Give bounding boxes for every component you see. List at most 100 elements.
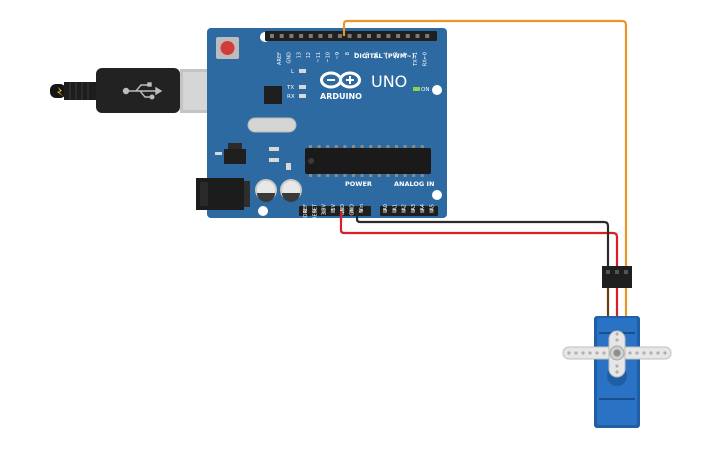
digital-pin-label: 8	[345, 52, 351, 55]
mounting-hole	[432, 190, 442, 200]
digital-pin-label: AREF	[277, 52, 283, 65]
digital-pin-label: 12	[306, 52, 312, 58]
analog-pin-label: A4	[420, 204, 426, 211]
servo-horn	[562, 330, 672, 378]
capacitor	[280, 179, 302, 202]
led-label-rx: RX	[287, 94, 295, 100]
led-on	[413, 87, 420, 91]
power-jack	[196, 178, 250, 210]
digital-pin-label: 4	[384, 52, 390, 55]
analog-pin-label: A0	[383, 204, 389, 211]
digital-pin-label: ~10	[326, 52, 332, 63]
analog-pin-label: A2	[402, 204, 408, 211]
led-rx	[299, 94, 306, 98]
microcontroller-chip	[305, 145, 431, 177]
analog-pin[interactable]	[401, 209, 406, 213]
mounting-hole	[258, 206, 268, 216]
servo-motor	[562, 266, 672, 428]
digital-pin[interactable]	[367, 34, 371, 38]
digital-pin[interactable]	[337, 34, 342, 38]
wire-ground	[355, 211, 610, 288]
analog-pin-label: A1	[392, 204, 398, 211]
wires	[339, 19, 628, 288]
analog-pin[interactable]	[392, 209, 397, 213]
digital-pin[interactable]	[347, 34, 352, 38]
power-pin-label: 3.3V	[322, 203, 328, 215]
power-pin-label: GND	[340, 204, 346, 216]
power-pin-label: IOREF	[303, 204, 309, 219]
reset-button[interactable]	[216, 37, 239, 59]
digital-pin[interactable]	[270, 34, 274, 38]
digital-pin[interactable]	[405, 34, 410, 38]
power-pin[interactable]	[340, 209, 345, 213]
digital-pin-label: ~3	[393, 52, 399, 59]
power-pin-label: RESET	[312, 203, 318, 220]
analog-pin-row	[383, 209, 434, 213]
analog-pin[interactable]	[429, 209, 434, 213]
brand-label: ARDUINO	[320, 92, 362, 101]
digital-pin-label: GND	[287, 52, 293, 64]
digital-pin[interactable]	[308, 34, 313, 38]
analog-header	[380, 206, 438, 216]
status-leds: L TX RX	[286, 69, 306, 100]
digital-pin-label: ~9	[335, 52, 341, 59]
usb-icon	[122, 82, 163, 100]
digital-pin[interactable]	[396, 34, 401, 38]
voltage-regulator	[215, 143, 246, 164]
model-label: UNO	[371, 72, 407, 91]
power-pin[interactable]	[358, 209, 363, 213]
led-tx	[299, 85, 306, 89]
power-pin[interactable]	[330, 209, 335, 213]
analog-pin[interactable]	[410, 209, 415, 213]
capacitor	[255, 179, 277, 202]
digital-pin-label: ~5	[374, 52, 380, 59]
power-pin[interactable]	[312, 209, 317, 213]
digital-pin[interactable]	[289, 34, 294, 38]
analog-pin[interactable]	[383, 209, 387, 213]
analog-pin[interactable]	[420, 209, 425, 213]
power-pin[interactable]	[303, 209, 307, 213]
crystal-oscillator	[247, 117, 297, 133]
digital-pin-label: TX→1	[413, 52, 419, 67]
mounting-hole	[432, 85, 442, 95]
wire-signal-pin9	[342, 19, 628, 288]
digital-pin-row	[270, 34, 430, 38]
digital-pin[interactable]	[425, 34, 430, 38]
digital-pin[interactable]	[318, 34, 323, 38]
digital-pin[interactable]	[357, 34, 362, 38]
arduino-infinity-logo	[320, 71, 361, 89]
digital-pin-label: ~11	[316, 52, 322, 63]
power-pin-label: Vin	[359, 204, 365, 212]
analog-pin-label: A3	[411, 204, 417, 211]
digital-pin[interactable]	[376, 34, 381, 38]
digital-header-label: DIGITAL (PWM~)	[354, 52, 415, 60]
smd-component	[286, 163, 291, 170]
analog-header-label: ANALOG IN	[394, 180, 434, 188]
power-pin-row	[303, 209, 363, 213]
digital-pin[interactable]	[279, 34, 284, 38]
servo-connector	[602, 266, 632, 288]
smd-component	[269, 158, 279, 162]
power-pin-label: GND	[350, 204, 356, 216]
led-label-l: L	[291, 69, 295, 75]
digital-pin[interactable]	[328, 34, 333, 38]
digital-pin[interactable]	[415, 34, 420, 38]
digital-pin-label: 13	[296, 52, 302, 58]
digital-pin-label: ~6	[364, 52, 370, 59]
led-l	[299, 69, 306, 73]
digital-pin[interactable]	[386, 34, 391, 38]
analog-pin-label: A5	[430, 204, 436, 211]
power-header-label: POWER	[345, 180, 372, 188]
usb-cable	[50, 68, 224, 113]
power-header	[299, 206, 371, 216]
on-label: ON	[421, 87, 429, 93]
digital-pin-label: 2	[403, 52, 409, 55]
power-pin[interactable]	[349, 209, 354, 213]
digital-pin[interactable]	[299, 34, 304, 38]
power-pin[interactable]	[321, 209, 326, 213]
